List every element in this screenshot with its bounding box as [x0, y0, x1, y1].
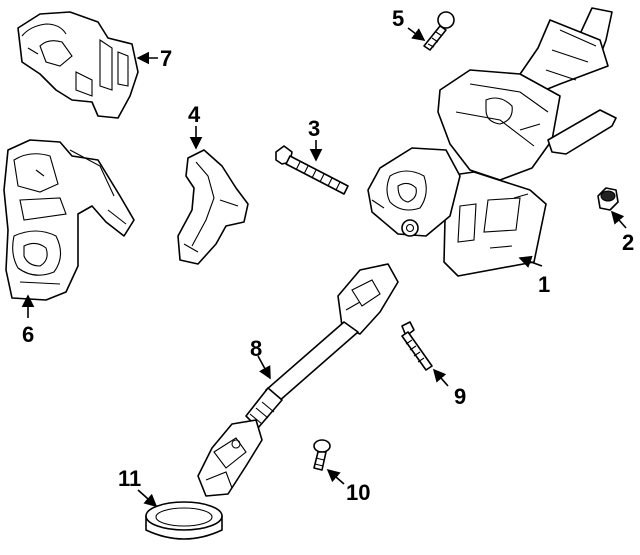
part-11-seal — [145, 501, 223, 540]
callout-9: 9 — [454, 384, 466, 409]
part-9-bolt — [401, 321, 433, 371]
callout-4: 4 — [188, 102, 201, 127]
callout-7: 7 — [160, 46, 172, 71]
callout-11: 11 — [118, 466, 141, 491]
callout-8: 8 — [250, 336, 262, 361]
part-10-bolt — [313, 439, 331, 471]
callout-2: 2 — [622, 230, 634, 255]
part-8-intermediate-shaft — [197, 263, 399, 497]
callout-5: 5 — [392, 6, 404, 31]
part-1-steering-column — [367, 7, 617, 277]
part-3-bolt — [275, 145, 349, 195]
callout-3: 3 — [308, 116, 320, 141]
part-4-bracket — [177, 149, 249, 265]
part-6-switch-assembly — [3, 139, 135, 301]
callout-6: 6 — [22, 322, 34, 347]
callout-10: 10 — [346, 480, 370, 505]
part-7-switch-housing — [17, 11, 139, 119]
part-2-nut — [597, 187, 619, 211]
callout-1: 1 — [538, 272, 550, 297]
leader-lines — [21, 27, 627, 508]
part-5-bolt — [423, 11, 455, 51]
